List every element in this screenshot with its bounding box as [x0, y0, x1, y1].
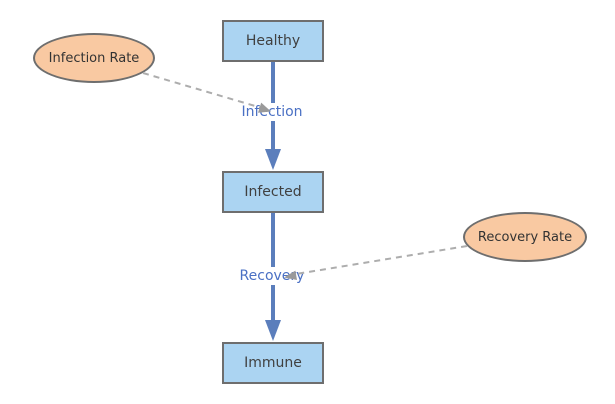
stock-immune[interactable]: Immune	[222, 342, 324, 384]
variable-infection-rate-label: Infection Rate	[48, 50, 140, 66]
variable-recovery-rate-label: Recovery Rate	[477, 229, 573, 245]
flow-recovery-arrowhead	[265, 320, 281, 341]
stock-healthy[interactable]: Healthy	[222, 20, 324, 62]
link-recovery-rate	[284, 245, 468, 280]
flow-recovery-label[interactable]: Recovery	[236, 267, 308, 285]
flow-infection-arrowhead	[265, 149, 281, 170]
flow-infection-label[interactable]: Infection	[238, 103, 306, 121]
stock-infected[interactable]: Infected	[222, 171, 324, 213]
variable-recovery-rate[interactable]: Recovery Rate	[463, 212, 587, 262]
stock-immune-label: Immune	[244, 355, 302, 371]
stock-infected-label: Infected	[244, 184, 302, 200]
variable-infection-rate[interactable]: Infection Rate	[33, 33, 155, 83]
stock-healthy-label: Healthy	[245, 33, 301, 49]
